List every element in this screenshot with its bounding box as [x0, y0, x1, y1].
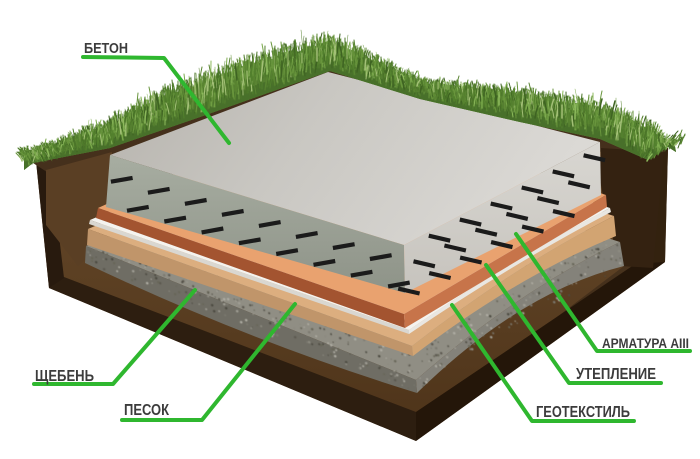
svg-text:БЕТОН: БЕТОН: [84, 41, 128, 57]
svg-text:АРМАТУРА AIII: АРМАТУРА AIII: [602, 336, 689, 351]
svg-text:ЩЕБЕНЬ: ЩЕБЕНЬ: [35, 368, 94, 385]
svg-text:ГЕОТЕКСТИЛЬ: ГЕОТЕКСТИЛЬ: [536, 404, 630, 421]
svg-text:ПЕСОК: ПЕСОК: [124, 402, 169, 419]
svg-text:УТЕПЛЕНИЕ: УТЕПЛЕНИЕ: [576, 366, 656, 383]
